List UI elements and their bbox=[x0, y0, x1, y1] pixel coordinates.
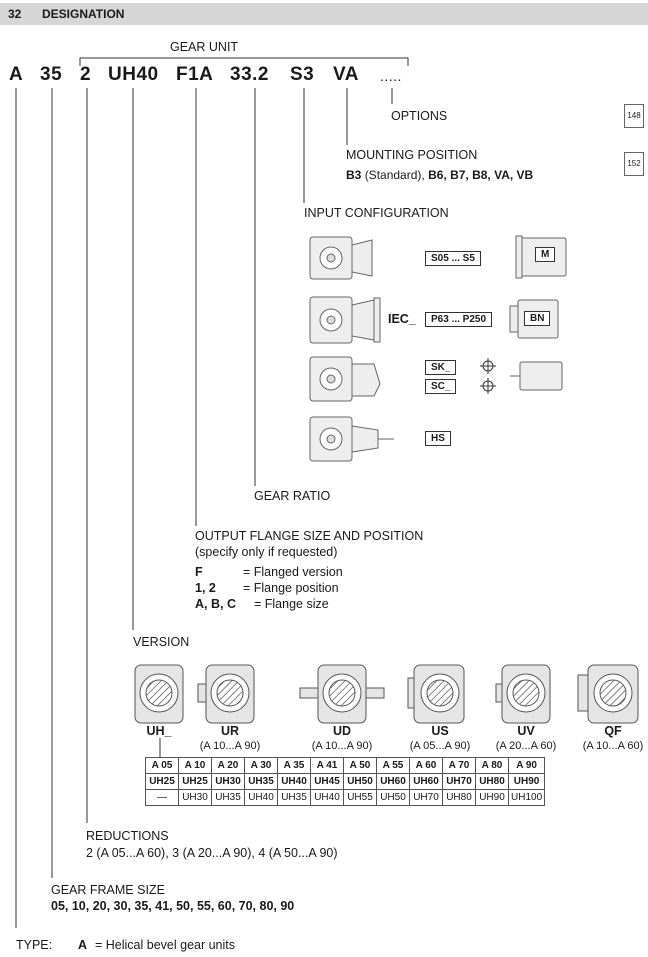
table-cell: UH40 bbox=[277, 773, 311, 790]
version-uv-range: (A 20...A 60) bbox=[495, 740, 557, 752]
table-cell: A 80 bbox=[475, 757, 509, 774]
motor-m-label: M bbox=[535, 247, 556, 262]
flange-value-size: = Flange size bbox=[254, 597, 329, 611]
version-table: A 05 A 10 A 20 A 30 A 35 A 41 A 50 A 55 … bbox=[145, 757, 546, 806]
version-us: US bbox=[431, 724, 449, 738]
version-ud: UD bbox=[332, 724, 352, 738]
mounting-label: MOUNTING POSITION bbox=[346, 148, 478, 162]
output-flange-label: OUTPUT FLANGE SIZE AND POSITION bbox=[195, 529, 424, 543]
table-cell: A 05 bbox=[145, 757, 179, 774]
table-cell: UH90 bbox=[475, 789, 509, 806]
table-cell: UH40 bbox=[310, 789, 344, 806]
input-box-s: S05 ... S5 bbox=[425, 251, 481, 266]
motor-bn-label: BN bbox=[524, 311, 551, 326]
table-cell: UH70 bbox=[442, 773, 476, 790]
table-cell: UH25 bbox=[178, 773, 212, 790]
table-cell: A 30 bbox=[244, 757, 278, 774]
section-title: DESIGNATION bbox=[42, 7, 125, 21]
section-number: 32 bbox=[8, 7, 22, 21]
table-cell: UH70 bbox=[409, 789, 443, 806]
input-box-sk: SK_ bbox=[425, 360, 457, 375]
code-options: ..... bbox=[380, 68, 402, 84]
table-cell: A 41 bbox=[310, 757, 344, 774]
code-frame-size: 35 bbox=[40, 64, 63, 85]
table-cell: UH35 bbox=[277, 789, 311, 806]
code-input-config: S3 bbox=[290, 64, 315, 85]
table-cell: A 10 bbox=[178, 757, 212, 774]
table-cell: UH30 bbox=[211, 773, 245, 790]
table-cell: — bbox=[145, 789, 179, 806]
table-cell: UH50 bbox=[343, 773, 377, 790]
version-ur-range: (A 10...A 90) bbox=[199, 740, 261, 752]
table-cell: UH60 bbox=[409, 773, 443, 790]
section-header bbox=[0, 3, 648, 25]
version-qf: QF bbox=[604, 724, 622, 738]
frame-size-values: 05, 10, 20, 30, 35, 41, 50, 55, 60, 70, … bbox=[51, 899, 295, 913]
input-prefix-iec: IEC_ bbox=[388, 312, 416, 326]
code-type: A bbox=[9, 64, 24, 85]
input-config-label: INPUT CONFIGURATION bbox=[304, 206, 449, 220]
table-row: UH25 UH25 UH30 UH35 UH40 UH45 UH50 UH60 … bbox=[145, 773, 546, 790]
table-row: A 05 A 10 A 20 A 30 A 35 A 41 A 50 A 55 … bbox=[145, 757, 546, 774]
mounting-rest: B6, B7, B8, VA, VB bbox=[428, 168, 534, 182]
code-output-flange: F1A bbox=[176, 64, 214, 85]
table-cell: UH30 bbox=[178, 789, 212, 806]
table-cell: UH45 bbox=[310, 773, 344, 790]
code-version: UH40 bbox=[108, 64, 159, 85]
table-row: — UH30 UH35 UH40 UH35 UH40 UH55 UH50 UH7… bbox=[145, 789, 546, 806]
table-cell: UH55 bbox=[343, 789, 377, 806]
version-label: VERSION bbox=[133, 635, 190, 649]
reductions-label: REDUCTIONS bbox=[86, 829, 169, 843]
type-label: TYPE: bbox=[16, 938, 53, 952]
mounting-b3: B3 bbox=[346, 168, 362, 182]
table-cell: UH90 bbox=[507, 773, 546, 790]
table-cell: UH80 bbox=[442, 789, 476, 806]
table-cell: A 60 bbox=[409, 757, 443, 774]
gear-ratio-label: GEAR RATIO bbox=[254, 489, 331, 503]
mounting-values: B3 (Standard), B6, B7, B8, VA, VB bbox=[346, 168, 533, 182]
code-reductions: 2 bbox=[80, 64, 92, 85]
version-uh: UH_ bbox=[146, 724, 172, 738]
table-cell: A 35 bbox=[277, 757, 311, 774]
table-cell: UH35 bbox=[244, 773, 278, 790]
table-cell: UH80 bbox=[475, 773, 509, 790]
input-box-sc: SC_ bbox=[425, 379, 457, 394]
table-cell: UH50 bbox=[376, 789, 410, 806]
flange-key-size: A, B, C bbox=[195, 597, 236, 611]
version-qf-range: (A 10...A 60) bbox=[582, 740, 644, 752]
table-cell: A 55 bbox=[376, 757, 410, 774]
version-us-range: (A 05...A 90) bbox=[409, 740, 471, 752]
input-box-p: P63 ... P250 bbox=[425, 312, 493, 327]
version-ur: UR bbox=[220, 724, 240, 738]
table-cell: UH40 bbox=[244, 789, 278, 806]
code-gear-ratio: 33.2 bbox=[230, 64, 269, 85]
code-mounting: VA bbox=[333, 64, 359, 85]
input-box-hs: HS bbox=[425, 431, 451, 446]
table-cell: A 90 bbox=[507, 757, 546, 774]
type-key: A bbox=[78, 938, 88, 952]
table-cell: A 20 bbox=[211, 757, 245, 774]
options-label: OPTIONS bbox=[391, 109, 448, 123]
flange-value-f: = Flanged version bbox=[243, 565, 343, 579]
table-cell: A 70 bbox=[442, 757, 476, 774]
type-value: = Helical bevel gear units bbox=[95, 938, 236, 952]
gear-unit-label: GEAR UNIT bbox=[170, 40, 239, 54]
reductions-values: 2 (A 05...A 60), 3 (A 20...A 90), 4 (A 5… bbox=[86, 846, 338, 860]
table-cell: UH25 bbox=[145, 773, 179, 790]
table-cell: UH60 bbox=[376, 773, 410, 790]
table-cell: UH35 bbox=[211, 789, 245, 806]
flange-value-position: = Flange position bbox=[243, 581, 339, 595]
flange-key-position: 1, 2 bbox=[195, 581, 216, 595]
page-ref-mounting[interactable]: 152 bbox=[624, 152, 644, 176]
flange-key-f: F bbox=[195, 565, 203, 579]
table-cell: A 50 bbox=[343, 757, 377, 774]
output-flange-note: (specify only if requested) bbox=[195, 545, 338, 559]
frame-size-label: GEAR FRAME SIZE bbox=[51, 883, 165, 897]
version-ud-range: (A 10...A 90) bbox=[311, 740, 373, 752]
table-cell: UH100 bbox=[507, 789, 546, 806]
mounting-standard: (Standard), bbox=[364, 168, 425, 182]
version-uv: UV bbox=[517, 724, 535, 738]
page-ref-options[interactable]: 148 bbox=[624, 104, 644, 128]
